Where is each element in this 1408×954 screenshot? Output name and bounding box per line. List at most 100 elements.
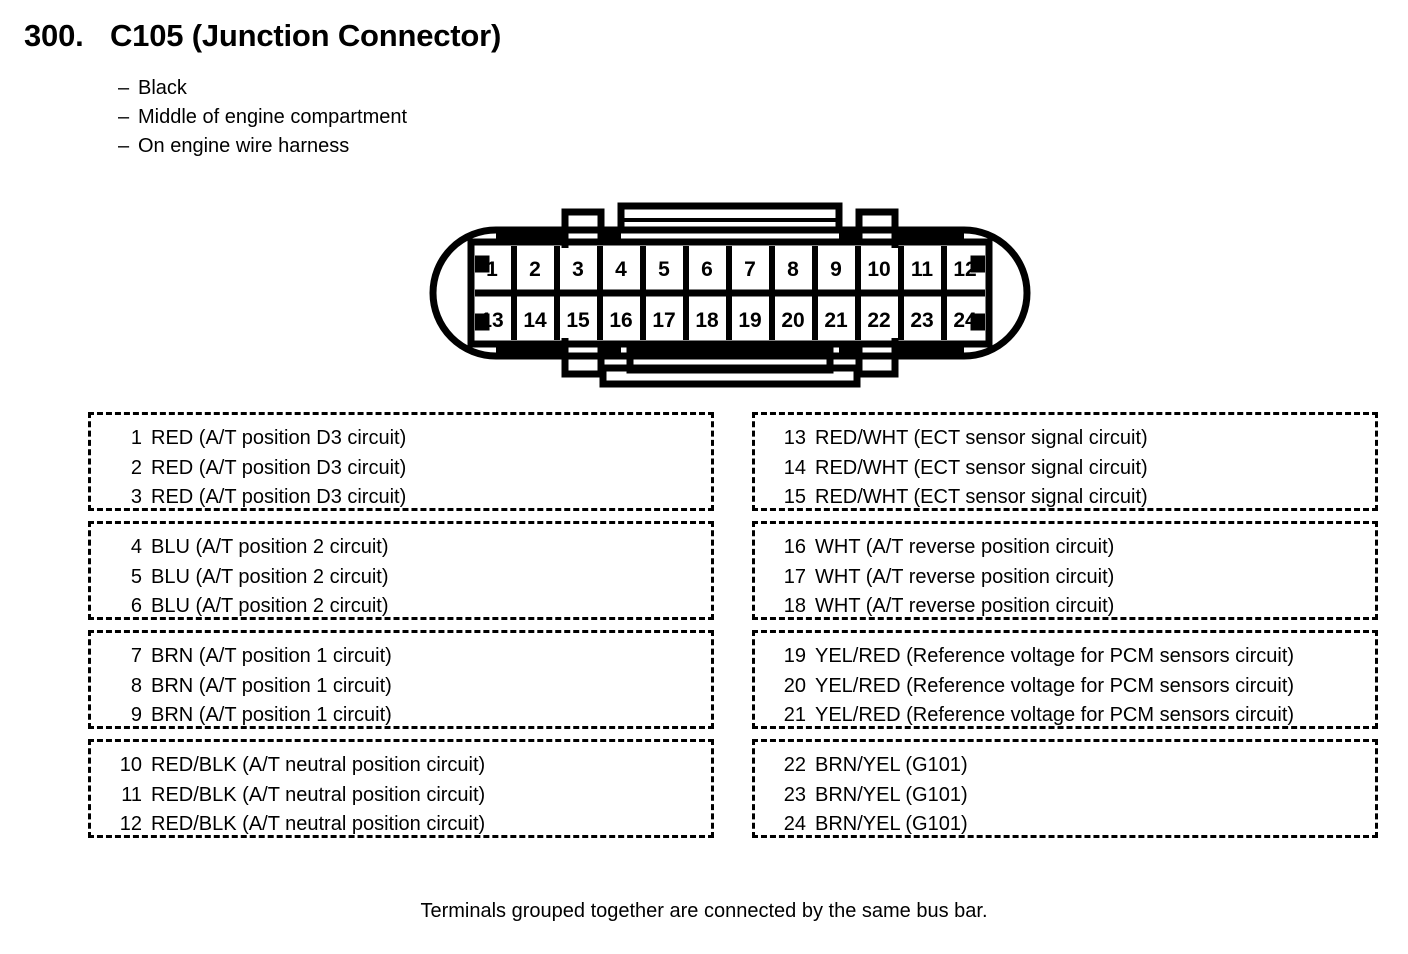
connector-attribute-list: –Black –Middle of engine compartment –On… xyxy=(118,74,407,161)
pin-number: 20 xyxy=(783,674,806,697)
pin-numbers-top-row: 1 2 3 4 5 6 7 8 9 10 11 12 xyxy=(486,258,977,281)
pin-number: 6 xyxy=(130,595,142,617)
pin-description: RED/WHT (ECT sensor signal circuit) xyxy=(815,486,1148,508)
pin-number: 14 xyxy=(783,456,806,479)
pin-description: BLU (A/T position 2 circuit) xyxy=(151,565,389,588)
pin-list-item: 8 BRN (A/T position 1 circuit) xyxy=(91,672,711,702)
page-title-number: 300. xyxy=(24,18,84,53)
pin-description: RED/BLK (A/T neutral position circuit) xyxy=(151,783,486,806)
pin-description: RED/WHT (ECT sensor signal circuit) xyxy=(815,427,1148,449)
pin-number: 21 xyxy=(783,704,806,726)
pin-number: 12 xyxy=(119,813,142,835)
pin-list-item: 24 BRN/YEL (G101) xyxy=(755,810,1375,840)
pin-list-left: 1 RED (A/T position D3 circuit) 2 RED (A… xyxy=(88,412,714,848)
pin-number: 2 xyxy=(130,456,142,479)
pin-label-3: 3 xyxy=(572,258,584,281)
pin-list-item: 17 WHT (A/T reverse position circuit) xyxy=(755,563,1375,593)
pin-label-2: 2 xyxy=(529,258,541,281)
dash-marker: – xyxy=(118,135,130,157)
pin-description: WHT (A/T reverse position circuit) xyxy=(815,595,1115,617)
pin-description: BLU (A/T position 2 circuit) xyxy=(151,536,389,558)
pin-list-right: 13 RED/WHT (ECT sensor signal circuit) 1… xyxy=(752,412,1378,848)
pin-label-22: 22 xyxy=(867,309,890,332)
pin-description: RED/BLK (A/T neutral position circuit) xyxy=(151,813,486,835)
pin-description: RED/WHT (ECT sensor signal circuit) xyxy=(815,456,1148,479)
pin-description: RED (A/T position D3 circuit) xyxy=(151,486,407,508)
connector-attribute-label: Middle of engine compartment xyxy=(138,106,408,128)
pin-block-left-notch-top xyxy=(475,255,490,273)
pin-number: 5 xyxy=(130,565,142,588)
pin-list-item: 15 RED/WHT (ECT sensor signal circuit) xyxy=(755,483,1375,513)
pin-list-item: 7 BRN (A/T position 1 circuit) xyxy=(91,642,711,672)
pin-description: BLU (A/T position 2 circuit) xyxy=(151,595,389,617)
pin-list-item: 2 RED (A/T position D3 circuit) xyxy=(91,454,711,484)
pin-description: RED (A/T position D3 circuit) xyxy=(151,456,407,479)
pin-group: 16 WHT (A/T reverse position circuit) 17… xyxy=(752,521,1378,620)
pin-list-item: 11 RED/BLK (A/T neutral position circuit… xyxy=(91,781,711,811)
pin-label-10: 10 xyxy=(867,258,890,281)
dash-marker: – xyxy=(118,77,130,99)
pin-description: YEL/RED (Reference voltage for PCM senso… xyxy=(815,704,1295,726)
pin-description: BRN/YEL (G101) xyxy=(815,813,968,835)
pin-block-right-notch-bottom xyxy=(970,313,985,331)
pin-list-item: 10 RED/BLK (A/T neutral position circuit… xyxy=(91,751,711,781)
pin-number: 3 xyxy=(130,486,142,508)
pin-list-item: 12 RED/BLK (A/T neutral position circuit… xyxy=(91,810,711,840)
pin-list-item: 19 YEL/RED (Reference voltage for PCM se… xyxy=(755,642,1375,672)
pin-label-14: 14 xyxy=(523,309,547,332)
pin-number: 9 xyxy=(130,704,142,726)
pin-list-item: 22 BRN/YEL (G101) xyxy=(755,751,1375,781)
pin-list-item: 20 YEL/RED (Reference voltage for PCM se… xyxy=(755,672,1375,702)
pin-label-12: 12 xyxy=(953,258,976,281)
pin-number: 24 xyxy=(783,813,806,835)
pin-group: 19 YEL/RED (Reference voltage for PCM se… xyxy=(752,630,1378,729)
pin-label-21: 21 xyxy=(824,309,848,332)
pin-number: 10 xyxy=(119,754,142,776)
pin-description: WHT (A/T reverse position circuit) xyxy=(815,536,1115,558)
pin-description: RED/BLK (A/T neutral position circuit) xyxy=(151,754,486,776)
pin-label-1: 1 xyxy=(486,258,498,281)
pin-number: 11 xyxy=(121,783,142,806)
pin-list-item: 14 RED/WHT (ECT sensor signal circuit) xyxy=(755,454,1375,484)
pin-number: 1 xyxy=(130,427,142,449)
pin-number: 8 xyxy=(130,674,142,697)
pin-list-item: 13 RED/WHT (ECT sensor signal circuit) xyxy=(755,424,1375,454)
pin-block-frame xyxy=(467,238,993,348)
connector-top-right-tab xyxy=(839,208,899,248)
pin-number: 17 xyxy=(783,565,806,588)
pin-number: 23 xyxy=(783,783,806,806)
pin-list-item: 3 RED (A/T position D3 circuit) xyxy=(91,483,711,513)
pin-description: RED (A/T position D3 circuit) xyxy=(151,427,407,449)
pin-description: BRN (A/T position 1 circuit) xyxy=(151,674,392,697)
pin-number: 19 xyxy=(783,645,806,667)
pin-list-item: 9 BRN (A/T position 1 circuit) xyxy=(91,701,711,731)
pin-description: YEL/RED (Reference voltage for PCM senso… xyxy=(815,645,1295,667)
pin-list-item: 4 BLU (A/T position 2 circuit) xyxy=(91,533,711,563)
pin-label-16: 16 xyxy=(609,309,632,332)
pin-description: BRN/YEL (G101) xyxy=(815,754,968,776)
pin-list-item: 18 WHT (A/T reverse position circuit) xyxy=(755,592,1375,622)
pin-label-17: 17 xyxy=(652,309,675,332)
pin-description: WHT (A/T reverse position circuit) xyxy=(815,565,1115,588)
connector-attribute-item: –On engine wire harness xyxy=(118,132,407,161)
pin-label-18: 18 xyxy=(695,309,719,332)
pin-label-5: 5 xyxy=(658,258,670,281)
dash-marker: – xyxy=(118,106,130,128)
pin-group: 22 BRN/YEL (G101) 23 BRN/YEL (G101) 24 B… xyxy=(752,739,1378,838)
connector-attribute-item: –Middle of engine compartment xyxy=(118,103,407,132)
pin-list-item: 6 BLU (A/T position 2 circuit) xyxy=(91,592,711,622)
pin-group: 13 RED/WHT (ECT sensor signal circuit) 1… xyxy=(752,412,1378,511)
pin-block-right-notch-top xyxy=(970,255,985,273)
page-title-text: C105 (Junction Connector) xyxy=(110,18,502,53)
pin-description: BRN (A/T position 1 circuit) xyxy=(151,645,392,667)
connector-attribute-label: Black xyxy=(138,77,187,99)
pin-number: 15 xyxy=(783,486,806,508)
pin-description: BRN/YEL (G101) xyxy=(815,783,968,806)
pin-number: 22 xyxy=(783,754,806,776)
pin-list-item: 5 BLU (A/T position 2 circuit) xyxy=(91,563,711,593)
pin-list-item: 21 YEL/RED (Reference voltage for PCM se… xyxy=(755,701,1375,731)
pin-list-item: 1 RED (A/T position D3 circuit) xyxy=(91,424,711,454)
pin-group: 10 RED/BLK (A/T neutral position circuit… xyxy=(88,739,714,838)
pin-number: 16 xyxy=(783,536,806,558)
pin-number: 13 xyxy=(783,427,806,449)
